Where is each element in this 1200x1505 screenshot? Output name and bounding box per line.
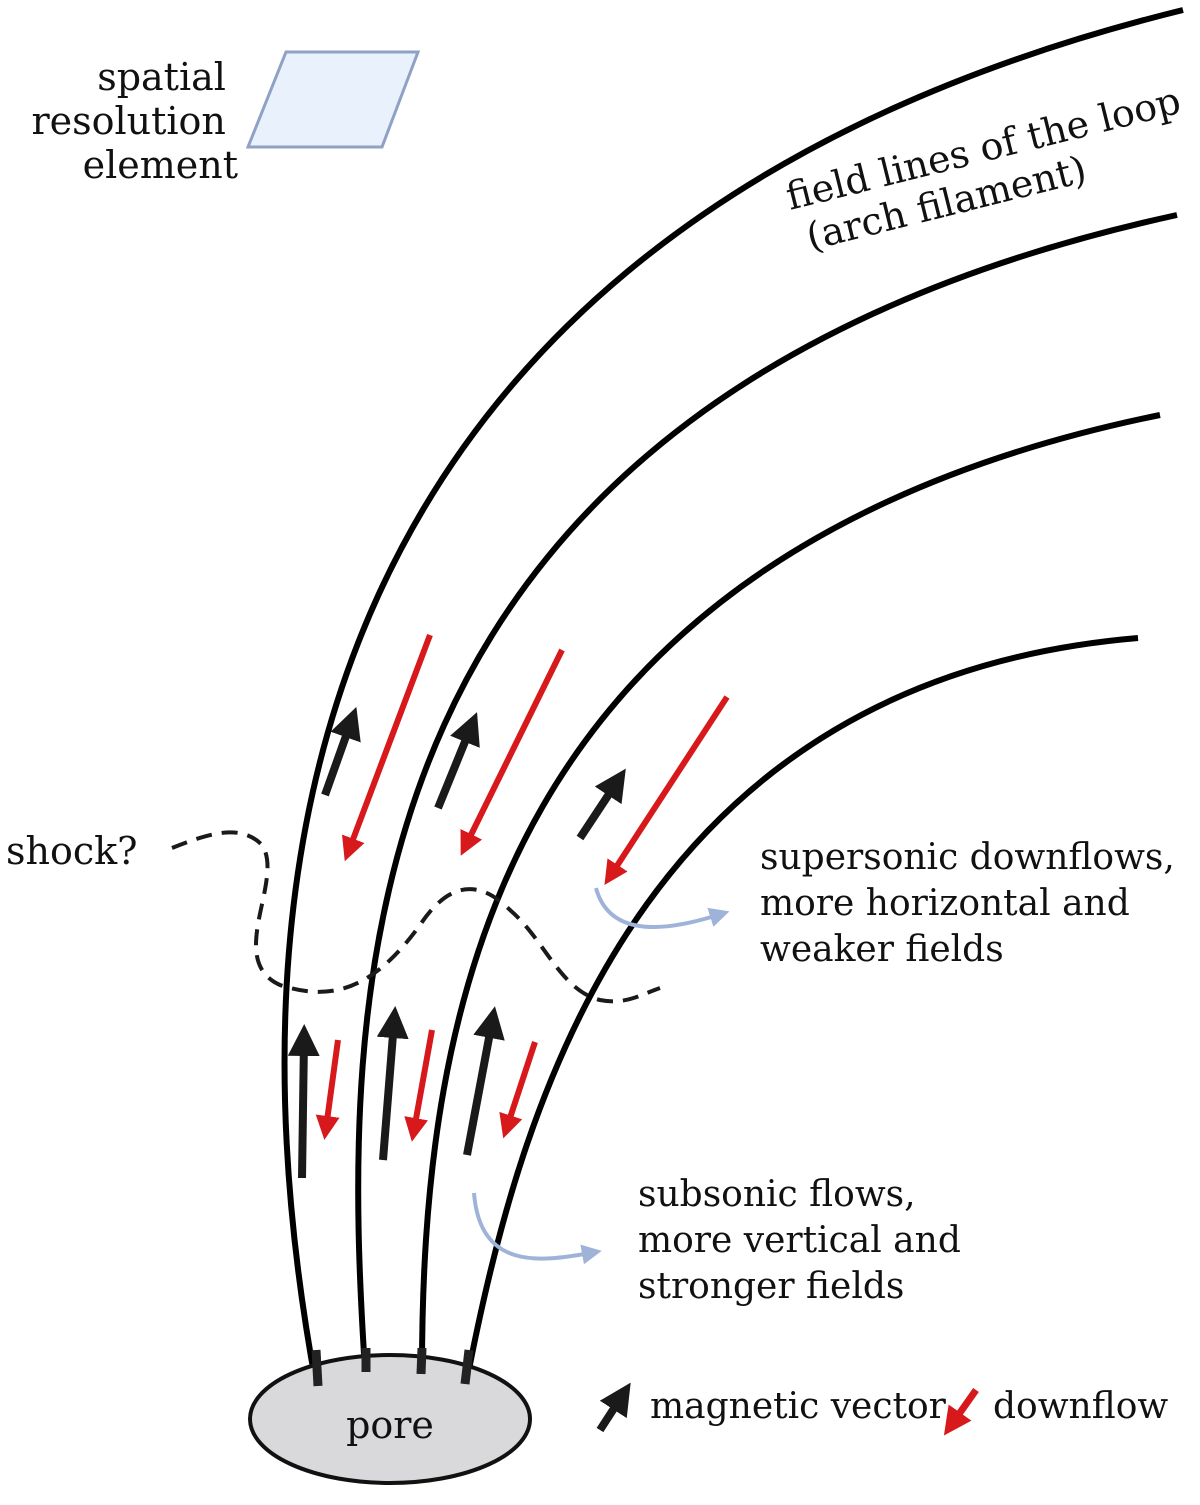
magnetic-vectors — [287, 706, 626, 1179]
shock-label: shock? — [6, 829, 138, 873]
resolution-element-column — [245, 50, 421, 1320]
downflows — [315, 633, 730, 1142]
legend-magnetic-vector-label: magnetic vector — [650, 1386, 947, 1427]
supersonic-label: supersonic downflows, more horizontal an… — [760, 837, 1186, 970]
downflow-arrow — [460, 648, 565, 856]
field-lines-label: field lines of the loop (arch filament) — [782, 75, 1200, 261]
magnetic-vector-arrow — [434, 712, 480, 810]
pore — [248, 1353, 532, 1485]
magnetic-vector-arrow — [463, 1006, 505, 1156]
resolution-element-label: spatial resolution element — [31, 55, 238, 187]
field-lines — [281, 7, 1184, 1386]
shock-boundary — [171, 830, 661, 1004]
downflow-arrow — [404, 1029, 435, 1142]
field-line-footpoints — [311, 1347, 474, 1387]
downflow-arrow — [315, 1039, 341, 1140]
field-line-4 — [463, 635, 1139, 1386]
subsonic-pointer-arrow — [472, 1192, 602, 1265]
field-line-3 — [418, 412, 1161, 1386]
pore-label: pore — [346, 1403, 434, 1447]
legend-downflow-icon — [943, 1387, 979, 1436]
magnetic-vector-arrow — [576, 768, 626, 841]
downflow-arrow — [342, 633, 433, 862]
downflow-arrow — [499, 1041, 538, 1139]
downflow-arrow — [604, 695, 730, 886]
magnetic-vector-arrow — [287, 1024, 320, 1179]
field-line-2 — [355, 212, 1178, 1386]
legend-downflow-label: downflow — [993, 1386, 1168, 1427]
supersonic-pointer-arrow — [594, 887, 730, 929]
subsonic-label: subsonic flows, more vertical and strong… — [638, 1174, 972, 1307]
resolution-element-top — [245, 50, 421, 149]
legend-magnetic-vector-icon — [596, 1382, 631, 1433]
magnetic-vector-arrow — [321, 706, 361, 797]
magnetic-vector-arrow — [376, 1006, 409, 1161]
field-line-1 — [281, 7, 1184, 1386]
